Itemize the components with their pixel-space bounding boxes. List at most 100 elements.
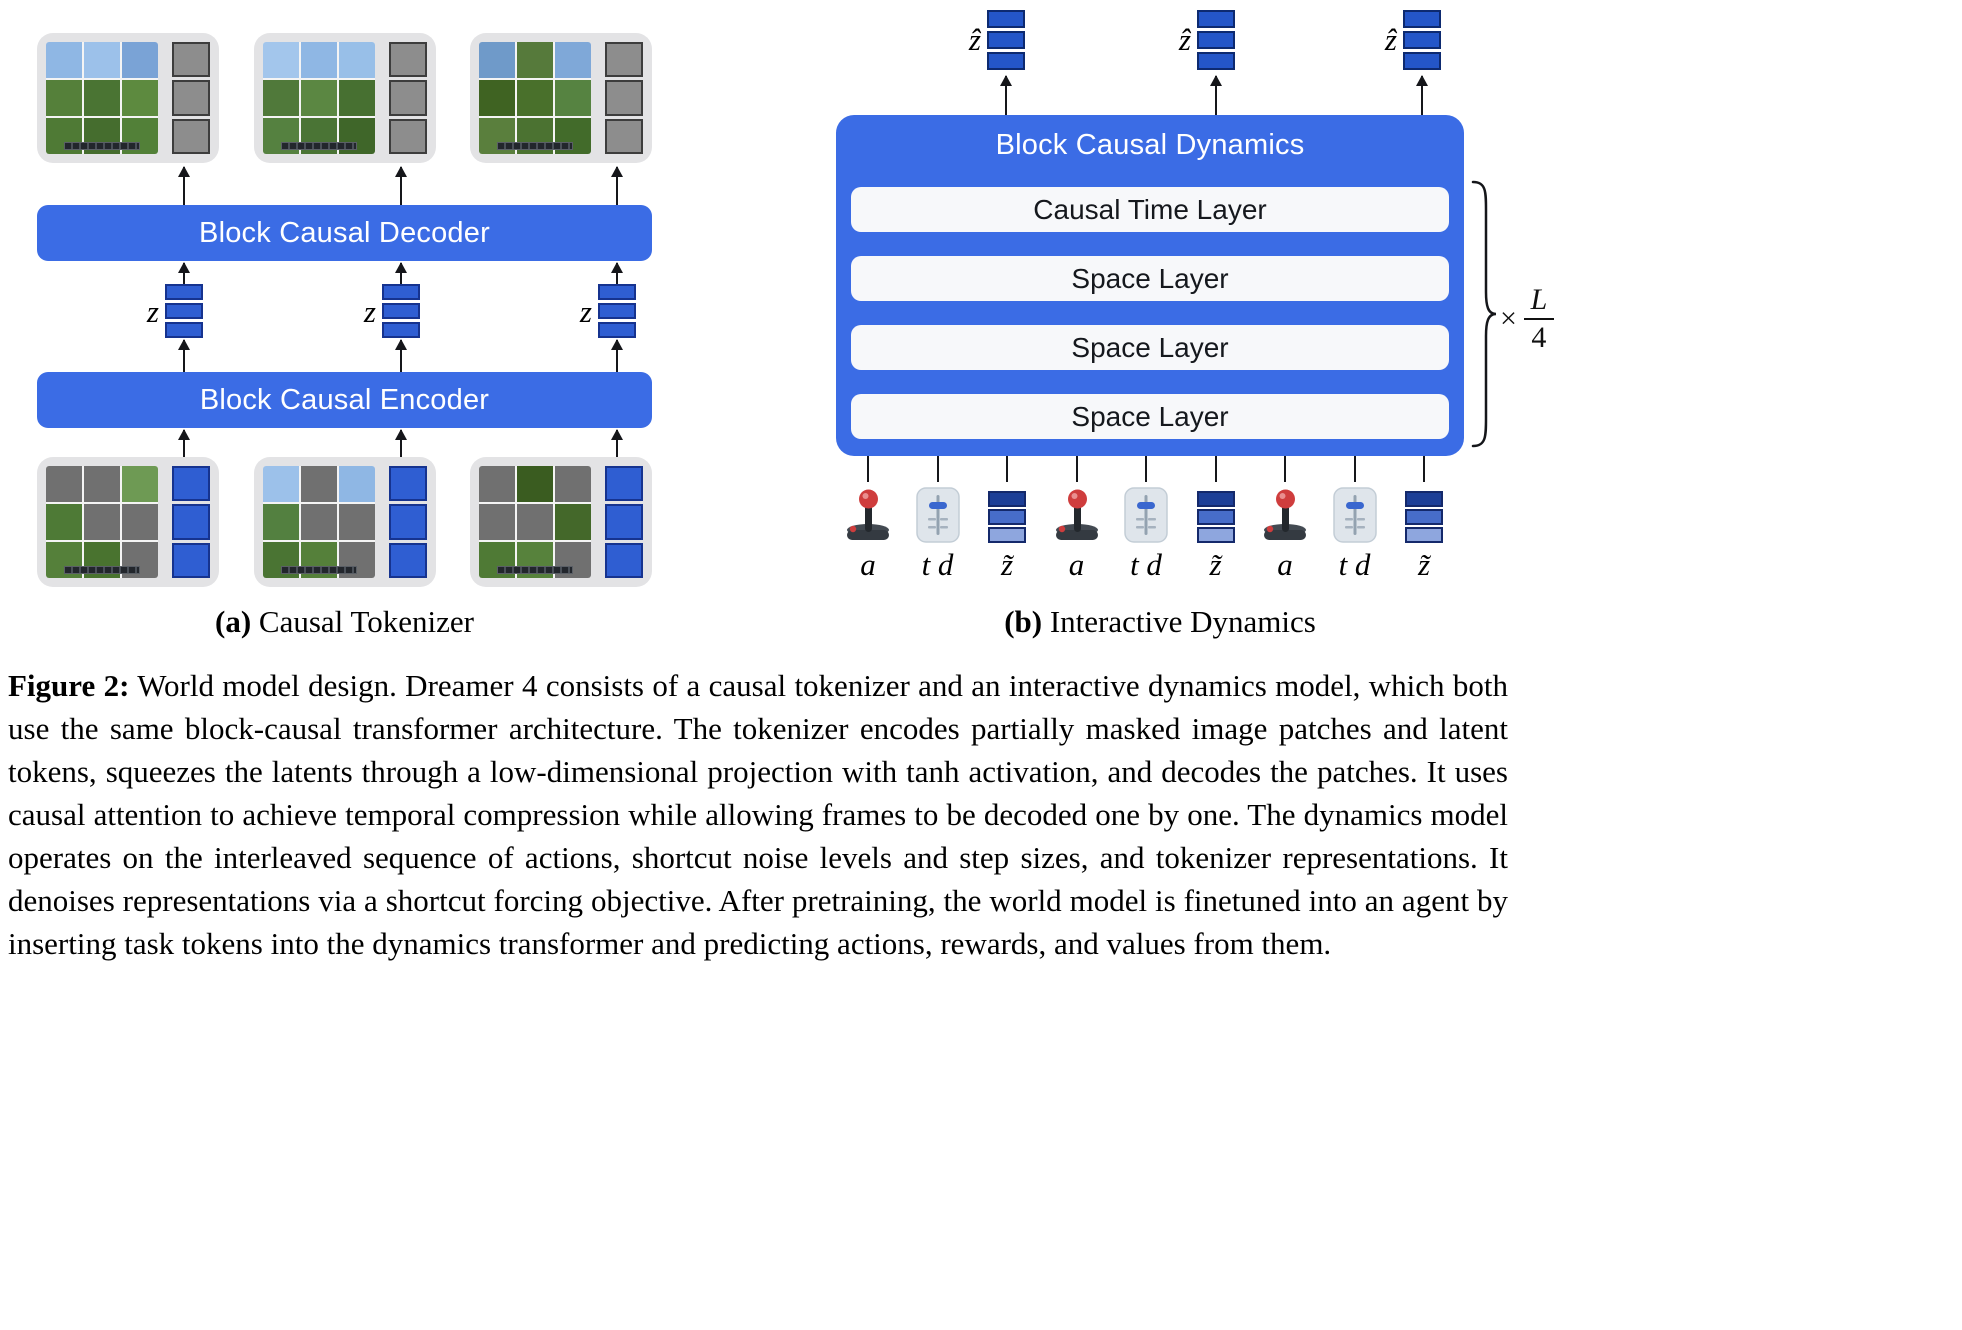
image-patch — [122, 80, 158, 116]
image-patch — [46, 42, 82, 78]
input-label: a — [1277, 547, 1293, 582]
latent-token — [165, 322, 203, 338]
joystick-icon — [1049, 485, 1105, 543]
token-column — [605, 42, 643, 154]
image-patch — [479, 80, 515, 116]
minecraft-hotbar — [63, 142, 141, 150]
slider-icon — [1124, 485, 1168, 543]
image-patch — [555, 80, 591, 116]
masked-patch — [122, 504, 158, 540]
block-causal-encoder-bar: Block Causal Encoder — [37, 372, 652, 428]
up-arrow — [611, 166, 623, 205]
token-stack-icon — [1196, 485, 1235, 543]
zhat-label: ẑ — [1384, 22, 1397, 57]
patch-grid — [479, 466, 591, 578]
noisy-token — [988, 509, 1026, 525]
noisy-token — [1405, 491, 1443, 507]
noisy-token-stack — [1405, 491, 1443, 543]
panel-a-caption-label: (a) — [215, 604, 252, 639]
decoded-frame — [37, 33, 219, 163]
zhat-token-stack — [1197, 10, 1235, 70]
noisy-token — [1196, 491, 1235, 507]
image-patch — [517, 80, 553, 116]
gray-token — [605, 42, 643, 78]
slider-icon — [915, 485, 960, 543]
zhat-token-stack — [987, 10, 1025, 70]
masked-patch — [555, 466, 591, 502]
up-arrow — [1210, 75, 1222, 115]
panel-a-caption-text: Causal Tokenizer — [258, 604, 474, 639]
masked-patch — [84, 504, 120, 540]
image-patch — [339, 42, 375, 78]
patch-grid — [263, 42, 375, 154]
blue-token — [389, 504, 427, 540]
token-column — [605, 466, 643, 578]
token-stack-icon — [988, 485, 1026, 543]
up-arrow — [611, 429, 623, 457]
zhat-token-stack — [1403, 10, 1441, 70]
dynamics-input: a — [1045, 456, 1109, 583]
block-causal-decoder-bar: Block Causal Decoder — [37, 205, 652, 261]
connector-line — [1145, 456, 1147, 482]
up-arrow — [178, 166, 190, 205]
up-arrow — [395, 166, 407, 205]
gray-token — [389, 42, 427, 78]
image-patch — [263, 42, 299, 78]
causal-time-layer: Causal Time Layer — [851, 187, 1449, 232]
image-patch — [263, 504, 299, 540]
masked-patch — [479, 466, 515, 502]
figure-caption-text: World model design. Dreamer 4 consists o… — [8, 668, 1508, 962]
input-label: a — [860, 547, 876, 582]
latent-token — [598, 322, 636, 338]
image-patch — [339, 80, 375, 116]
connector-line — [1423, 456, 1425, 482]
input-label: a — [1068, 547, 1085, 582]
slider-icon — [1332, 485, 1377, 543]
masked-patch — [479, 504, 515, 540]
fraction-numerator: L — [1530, 283, 1548, 316]
zhat-label: ẑ — [1178, 22, 1191, 57]
l-over-4-fraction: L 4 — [1523, 283, 1554, 354]
joystick-icon — [840, 485, 896, 543]
up-arrow — [395, 339, 407, 372]
connector-line — [936, 456, 939, 482]
z-label: z — [363, 294, 376, 329]
masked-patch — [84, 466, 120, 502]
noisy-token — [1196, 527, 1235, 543]
latent-token — [382, 322, 420, 338]
gray-token — [389, 80, 427, 116]
image-patch — [263, 80, 299, 116]
gray-token — [605, 80, 643, 116]
gray-token — [605, 118, 643, 154]
dynamics-input: z̃ — [1184, 456, 1248, 583]
noisy-token — [988, 491, 1026, 507]
image-patch — [555, 504, 591, 540]
input-label: z̃ — [1000, 547, 1014, 582]
dynamics-input: t d — [906, 456, 970, 583]
dynamics-input: a — [836, 456, 900, 583]
dynamics-input: t d — [1323, 456, 1387, 583]
image-patch — [84, 42, 120, 78]
figure-caption-label: Figure 2: — [8, 668, 130, 703]
dynamics-input: t d — [1114, 456, 1178, 583]
image-patch — [339, 466, 375, 502]
blue-token — [605, 504, 643, 540]
space-layer: Space Layer — [851, 325, 1449, 370]
connector-line — [1075, 456, 1078, 482]
panel-b-caption-label: (b) — [1004, 604, 1043, 639]
up-arrow — [611, 262, 623, 284]
image-patch — [301, 42, 337, 78]
space-layer: Space Layer — [851, 256, 1449, 301]
image-patch — [301, 80, 337, 116]
minecraft-hotbar — [496, 142, 574, 150]
up-arrow — [178, 429, 190, 457]
times-symbol: × — [1500, 301, 1517, 335]
blue-token — [389, 542, 427, 578]
gray-token — [172, 80, 210, 116]
connector-line — [867, 456, 869, 482]
masked-patch — [517, 504, 553, 540]
input-label: z̃ — [1417, 547, 1431, 582]
image-patch — [122, 42, 158, 78]
joystick-icon — [1264, 489, 1306, 540]
